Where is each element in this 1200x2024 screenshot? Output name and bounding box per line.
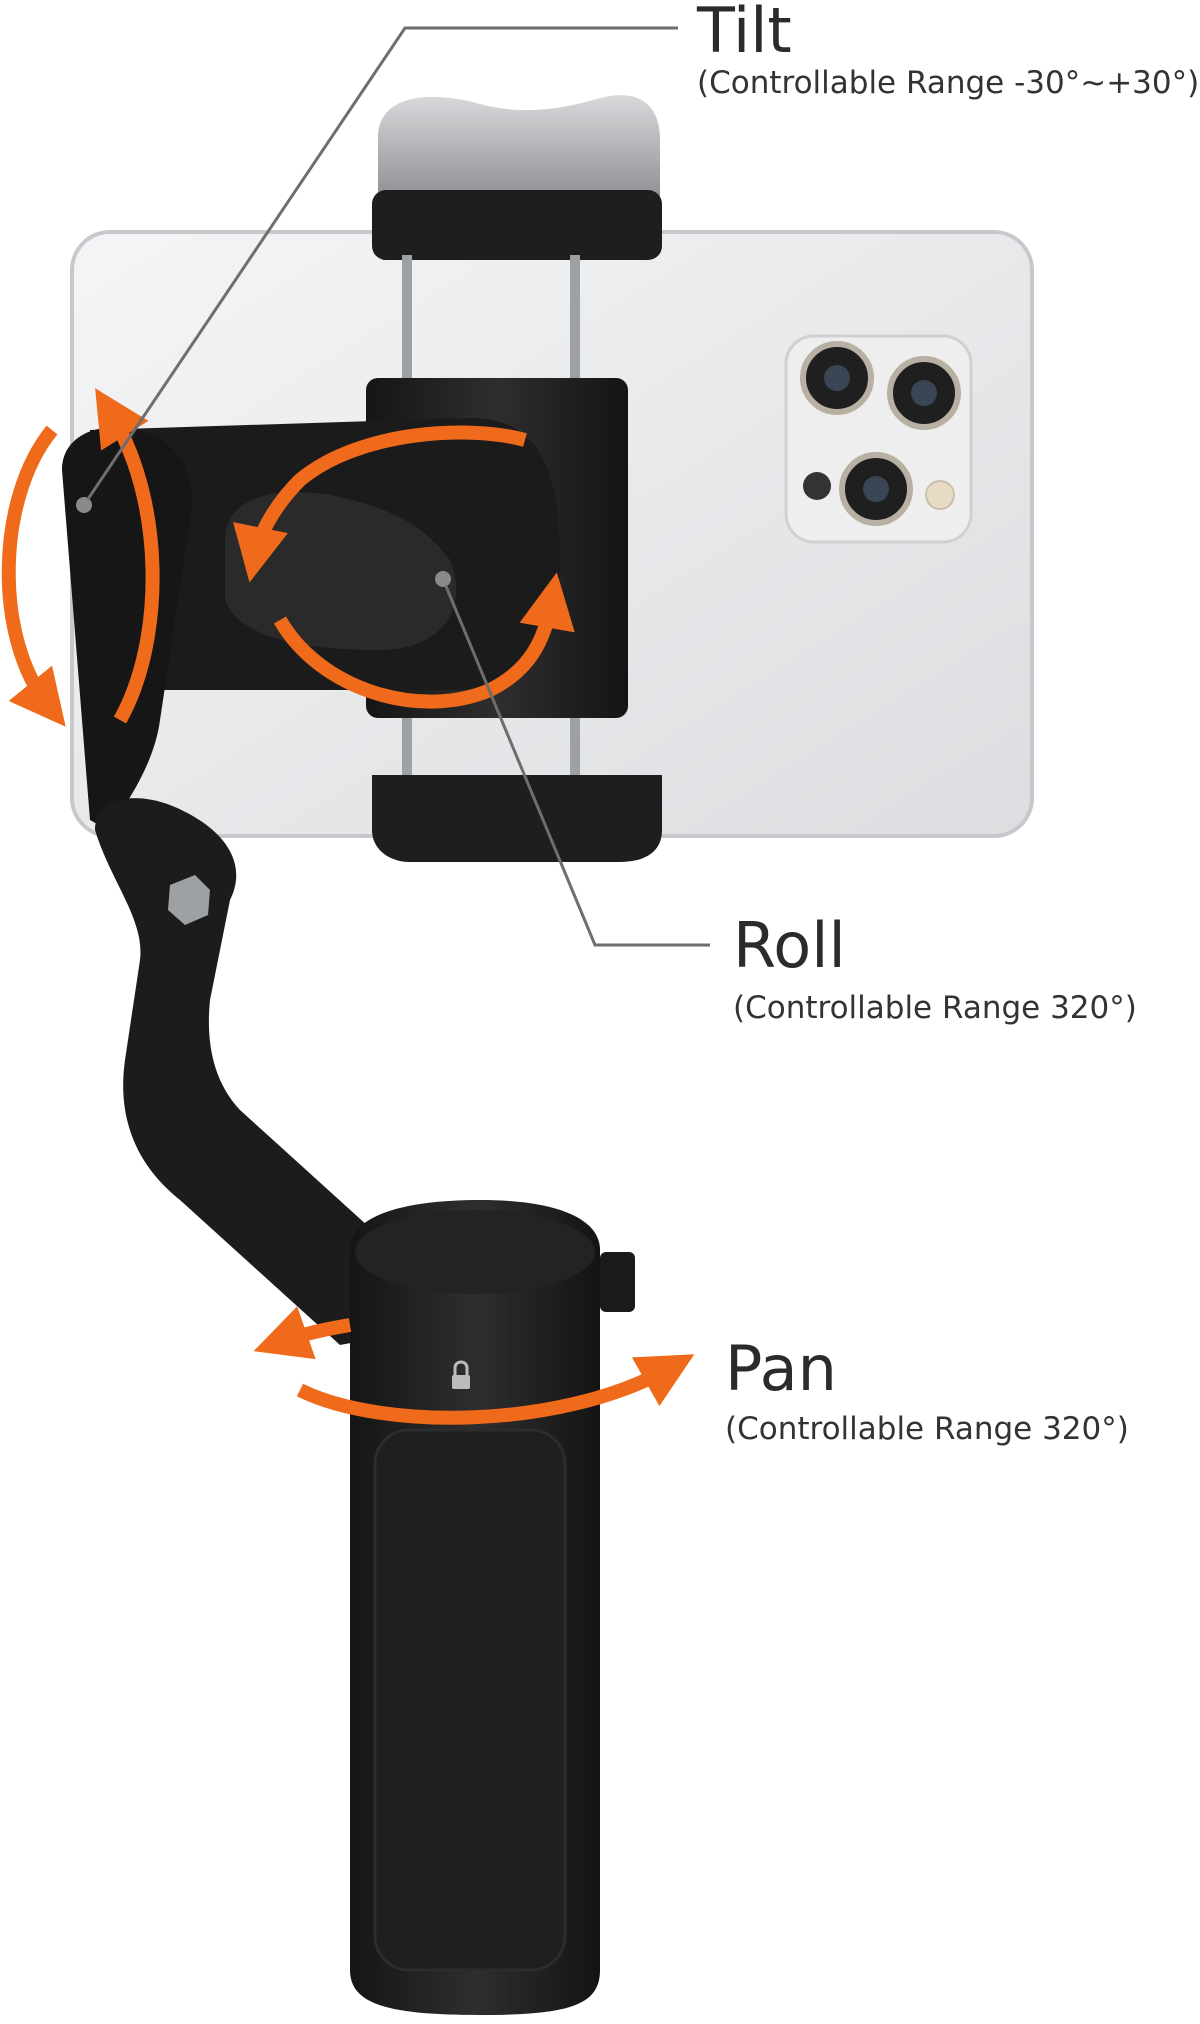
lock-icon — [452, 1360, 470, 1389]
roll-rotation-arrow — [233, 425, 575, 709]
tilt-rotation-arrow — [1, 388, 160, 727]
camera-lens-icon — [887, 356, 961, 430]
pan-title: Pan — [725, 1332, 837, 1405]
pan-rotation-arrow — [253, 1306, 695, 1425]
lidar-sensor-icon — [803, 472, 831, 500]
camera-lens-icon — [800, 341, 874, 415]
handle — [350, 1200, 635, 2015]
roll-leader-line — [436, 572, 710, 947]
hinge-button-icon — [168, 875, 210, 925]
roll-range: (Controllable Range 320°) — [733, 990, 1137, 1026]
flash-icon — [925, 480, 955, 510]
camera-lens-icon — [839, 452, 913, 526]
roll-title: Roll — [733, 909, 846, 982]
tilt-leader-line — [77, 26, 678, 512]
tilt-range: (Controllable Range -30°~+30°) — [697, 65, 1200, 101]
pan-range: (Controllable Range 320°) — [725, 1411, 1129, 1447]
tilt-title: Tilt — [697, 0, 792, 67]
folding-arm — [95, 798, 424, 1345]
